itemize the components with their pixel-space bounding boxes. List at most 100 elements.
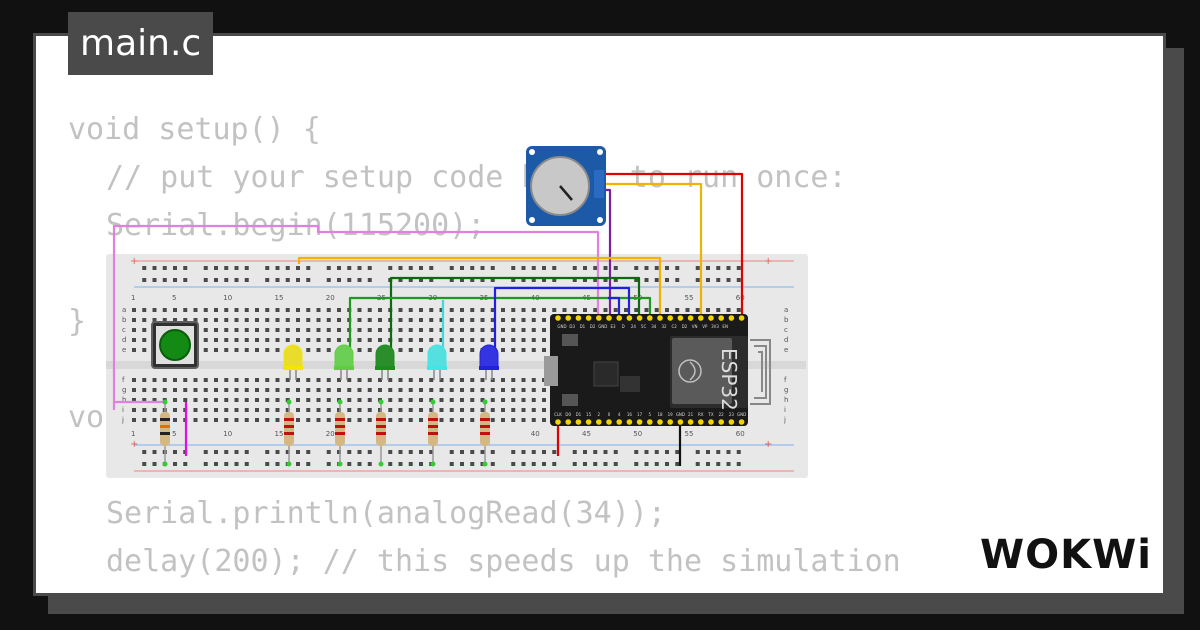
- breadboard-hole[interactable]: [244, 308, 249, 312]
- breadboard-hole[interactable]: [347, 408, 352, 412]
- breadboard-hole[interactable]: [275, 408, 280, 412]
- esp32-pin[interactable]: [626, 315, 633, 321]
- breadboard-hole[interactable]: [255, 418, 259, 422]
- breadboard-hole[interactable]: [398, 388, 403, 392]
- rail-hole[interactable]: [449, 278, 454, 282]
- breadboard-hole[interactable]: [142, 388, 147, 392]
- breadboard-hole[interactable]: [214, 348, 218, 352]
- rail-hole[interactable]: [460, 450, 464, 454]
- rail-hole[interactable]: [306, 278, 311, 282]
- led[interactable]: [283, 344, 303, 380]
- breadboard-hole[interactable]: [224, 408, 229, 412]
- breadboard-hole[interactable]: [152, 308, 157, 312]
- breadboard-hole[interactable]: [275, 318, 280, 322]
- breadboard-hole[interactable]: [449, 318, 454, 322]
- breadboard-hole[interactable]: [234, 308, 239, 312]
- rail-hole[interactable]: [480, 278, 485, 282]
- breadboard-hole[interactable]: [398, 338, 403, 342]
- rail-hole[interactable]: [152, 278, 157, 282]
- rail-hole[interactable]: [593, 450, 598, 454]
- breadboard-hole[interactable]: [470, 338, 475, 342]
- breadboard-hole[interactable]: [408, 318, 413, 322]
- breadboard-hole[interactable]: [398, 328, 403, 332]
- breadboard-hole[interactable]: [244, 348, 249, 352]
- breadboard-hole[interactable]: [234, 318, 239, 322]
- rail-hole[interactable]: [531, 266, 536, 270]
- breadboard-hole[interactable]: [173, 398, 177, 402]
- breadboard-hole[interactable]: [378, 338, 382, 342]
- breadboard-hole[interactable]: [285, 338, 290, 342]
- breadboard-hole[interactable]: [306, 328, 311, 332]
- rail-hole[interactable]: [736, 450, 741, 454]
- rail-hole[interactable]: [542, 462, 546, 466]
- breadboard-hole[interactable]: [665, 308, 669, 312]
- breadboard-hole[interactable]: [367, 338, 372, 342]
- breadboard-hole[interactable]: [326, 318, 331, 322]
- breadboard-hole[interactable]: [378, 308, 382, 312]
- rail-hole[interactable]: [162, 278, 167, 282]
- rail-hole[interactable]: [460, 278, 464, 282]
- rail-hole[interactable]: [203, 266, 208, 270]
- breadboard-hole[interactable]: [419, 398, 423, 402]
- breadboard-hole[interactable]: [224, 308, 229, 312]
- breadboard-hole[interactable]: [285, 408, 290, 412]
- breadboard-hole[interactable]: [142, 338, 147, 342]
- rail-hole[interactable]: [203, 278, 208, 282]
- esp32-pin[interactable]: [738, 419, 745, 425]
- breadboard-hole[interactable]: [460, 308, 464, 312]
- breadboard-hole[interactable]: [521, 308, 526, 312]
- breadboard-hole[interactable]: [234, 328, 239, 332]
- breadboard-hole[interactable]: [224, 318, 229, 322]
- breadboard-hole[interactable]: [224, 388, 229, 392]
- rail-hole[interactable]: [480, 266, 485, 270]
- breadboard-hole[interactable]: [234, 338, 239, 342]
- esp32-pin[interactable]: [647, 419, 653, 425]
- breadboard-hole[interactable]: [255, 348, 259, 352]
- breadboard-hole[interactable]: [695, 308, 700, 312]
- breadboard-hole[interactable]: [285, 378, 290, 382]
- breadboard-hole[interactable]: [439, 338, 444, 342]
- breadboard-hole[interactable]: [275, 398, 280, 402]
- rail-hole[interactable]: [665, 462, 669, 466]
- rail-hole[interactable]: [419, 266, 423, 270]
- breadboard-hole[interactable]: [388, 408, 393, 412]
- pushbutton[interactable]: [151, 321, 199, 369]
- breadboard-hole[interactable]: [306, 308, 311, 312]
- breadboard-hole[interactable]: [501, 378, 505, 382]
- breadboard-hole[interactable]: [347, 388, 352, 392]
- breadboard-hole[interactable]: [265, 398, 270, 402]
- esp32-reset-button[interactable]: [562, 334, 578, 346]
- breadboard-hole[interactable]: [511, 318, 516, 322]
- rail-hole[interactable]: [306, 462, 311, 466]
- breadboard-hole[interactable]: [480, 388, 485, 392]
- breadboard-hole[interactable]: [429, 388, 434, 392]
- breadboard-hole[interactable]: [449, 378, 454, 382]
- esp32-pin[interactable]: [565, 315, 571, 321]
- breadboard-hole[interactable]: [162, 308, 167, 312]
- breadboard-hole[interactable]: [521, 338, 526, 342]
- breadboard-hole[interactable]: [419, 338, 423, 342]
- breadboard-hole[interactable]: [183, 378, 188, 382]
- breadboard-hole[interactable]: [316, 418, 321, 422]
- rail-hole[interactable]: [173, 278, 177, 282]
- rail-hole[interactable]: [244, 278, 249, 282]
- breadboard-hole[interactable]: [152, 398, 157, 402]
- rail-hole[interactable]: [531, 450, 536, 454]
- rail-hole[interactable]: [511, 266, 516, 270]
- breadboard-hole[interactable]: [470, 308, 475, 312]
- rail-hole[interactable]: [357, 450, 362, 454]
- breadboard-hole[interactable]: [214, 398, 218, 402]
- breadboard-hole[interactable]: [357, 328, 362, 332]
- rail-hole[interactable]: [275, 462, 280, 466]
- breadboard-hole[interactable]: [531, 348, 536, 352]
- breadboard-hole[interactable]: [326, 418, 331, 422]
- esp32-pin[interactable]: [616, 315, 622, 321]
- rail-hole[interactable]: [511, 462, 516, 466]
- breadboard-hole[interactable]: [296, 338, 300, 342]
- rail-hole[interactable]: [736, 278, 741, 282]
- breadboard-hole[interactable]: [542, 328, 546, 332]
- breadboard-hole[interactable]: [408, 308, 413, 312]
- breadboard-hole[interactable]: [132, 378, 136, 382]
- breadboard-hole[interactable]: [347, 418, 352, 422]
